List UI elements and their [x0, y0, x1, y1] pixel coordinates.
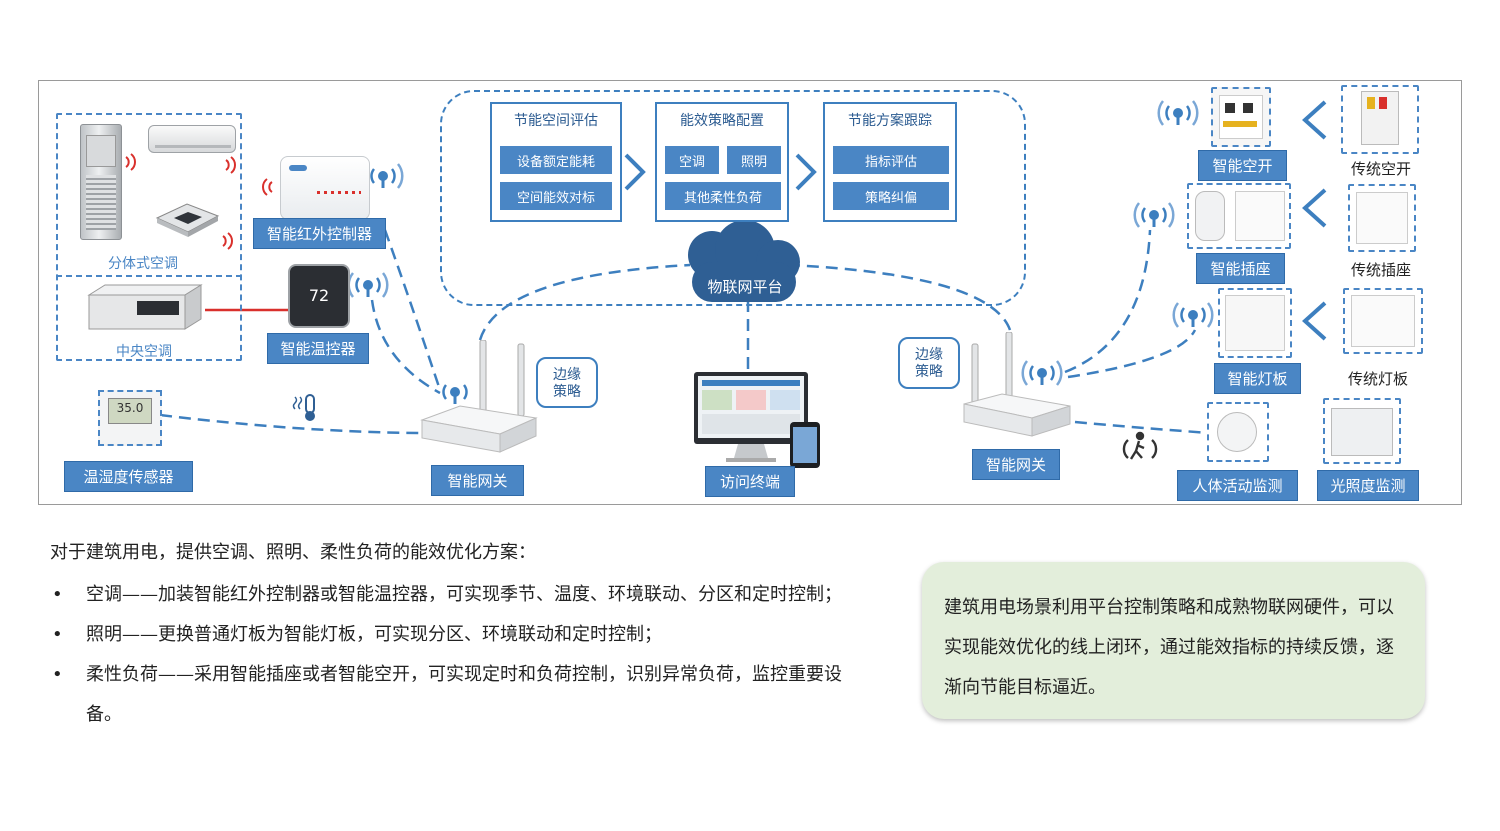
platform-group-policy-config: 能效策略配置 空调 照明 其他柔性负荷	[655, 102, 789, 222]
smart-breaker-label: 智能空开	[1198, 150, 1287, 181]
motion-sensor-label: 人体活动监测	[1177, 470, 1298, 501]
gateway-to-motion-link	[1074, 420, 1211, 435]
right-edge-strategy-box: 边缘策略	[898, 337, 960, 389]
tile-space-efficiency-benchmark: 空间能效对标	[500, 182, 612, 210]
traditional-light-panel-label: 传统灯板	[1348, 370, 1409, 388]
wall-ac-image	[148, 125, 236, 153]
thermostat-to-gateway-link	[370, 299, 441, 395]
chevron-left-icon	[1302, 188, 1327, 228]
tile-air-conditioning: 空调	[665, 146, 719, 174]
cloud-label-wrap: 物联网平台	[690, 240, 800, 300]
platform-group-plan-tracking: 节能方案跟踪 指标评估 策略纠偏	[823, 102, 957, 222]
traditional-light-panel-image	[1343, 288, 1423, 354]
chevron-left-icon	[1302, 301, 1327, 341]
thermostat-display: 72	[308, 286, 330, 305]
central-ac-label: 中央空调	[116, 344, 172, 360]
tile-equipment-rated-energy: 设备额定能耗	[500, 146, 612, 174]
right-gateway-router-image	[962, 331, 1074, 450]
right-edge-strategy-text: 边缘策略	[915, 347, 943, 380]
bullet-dot: •	[52, 664, 63, 685]
left-edge-strategy-text: 边缘策略	[553, 367, 581, 400]
cloud-label: 物联网平台	[707, 278, 783, 296]
sensor-to-gateway-link	[159, 413, 421, 435]
left-gateway-router-image	[420, 339, 538, 465]
wifi-signal-icon	[1133, 202, 1175, 228]
bullet-text: 空调——加装智能红外控制器或智能温控器，可实现季节、温度、环境联动、分区和定时控…	[86, 584, 842, 605]
group-title: 节能空间评估	[514, 113, 598, 129]
bullet-dot: •	[52, 624, 63, 645]
floor-ac-image	[80, 124, 122, 240]
thermostat-image: 72	[288, 264, 350, 328]
platform-group-space-assessment: 节能空间评估 设备额定能耗 空间能效对标	[490, 102, 622, 222]
bullet-text: 照明——更换普通灯板为智能灯板，可实现分区、环境联动和定时控制；	[86, 624, 662, 645]
access-terminal-label: 访问终端	[705, 466, 795, 497]
ir-controller-label: 智能红外控制器	[253, 218, 386, 249]
central-ac-image	[85, 283, 205, 333]
tile-other-flexible-loads: 其他柔性负荷	[665, 182, 781, 210]
traditional-socket-image	[1348, 184, 1416, 252]
ac-group-divider	[56, 275, 242, 277]
traditional-breaker-image	[1341, 85, 1419, 154]
smart-breaker-image	[1211, 87, 1271, 147]
bullet-text: 柔性负荷——采用智能插座或者智能空开，可实现定时和负荷控制，识别异常负荷，监控重…	[86, 664, 842, 725]
access-terminal-image	[694, 372, 826, 470]
smart-socket-label: 智能插座	[1196, 253, 1285, 284]
bullet-item: • 空调——加装智能红外控制器或智能温控器，可实现季节、温度、环境联动、分区和定时…	[50, 575, 860, 615]
group-title: 节能方案跟踪	[848, 113, 932, 129]
gateway-to-panel-link	[1067, 329, 1197, 379]
wifi-signal-icon	[442, 384, 468, 404]
wifi-signal-icon	[1157, 100, 1199, 126]
ir-signal-icon	[125, 153, 273, 250]
gateway-to-socket-link	[1064, 229, 1152, 374]
platform-dashed-boundary	[440, 90, 1026, 306]
motion-sensor-image	[1207, 402, 1269, 462]
wifi-signal-icon	[347, 272, 389, 298]
left-edge-strategy-box: 边缘策略	[536, 357, 598, 408]
smart-light-panel-label: 智能灯板	[1214, 363, 1301, 394]
tile-indicator-evaluation: 指标评估	[833, 146, 949, 174]
summary-callout: 建筑用电场景利用平台控制策略和成熟物联网硬件，可以实现能效优化的线上闭环，通过能…	[922, 562, 1425, 719]
tile-lighting: 照明	[727, 146, 781, 174]
cassette-ac-image	[152, 190, 222, 238]
motion-person-icon	[1122, 431, 1158, 460]
humidity-sensor-image: 35.0	[98, 390, 162, 446]
summary-text: 建筑用电场景利用平台控制策略和成熟物联网硬件，可以实现能效优化的线上闭环，通过能…	[944, 597, 1394, 698]
light-sensor-label: 光照度监测	[1317, 470, 1419, 501]
smart-socket-image	[1187, 183, 1291, 249]
chevron-right-icon	[624, 153, 646, 191]
right-gateway-label: 智能网关	[972, 449, 1060, 480]
chevron-left-icon	[1302, 100, 1327, 140]
ir-to-gateway-link	[383, 229, 442, 391]
left-gateway-label: 智能网关	[431, 465, 524, 496]
ir-controller-image	[280, 156, 370, 220]
bullet-dot: •	[52, 584, 63, 605]
split-ac-label: 分体式空调	[108, 256, 178, 272]
traditional-socket-label: 传统插座	[1351, 261, 1412, 279]
humidity-sensor-label: 温湿度传感器	[64, 461, 193, 492]
thermostat-label: 智能温控器	[267, 333, 369, 364]
bullet-list: • 空调——加装智能红外控制器或智能温控器，可实现季节、温度、环境联动、分区和定时…	[50, 575, 860, 735]
wifi-signal-icon	[1021, 360, 1063, 386]
bullet-item: • 柔性负荷——采用智能插座或者智能空开，可实现定时和负荷控制，识别异常负荷，监控…	[50, 655, 860, 735]
chevron-right-icon	[795, 153, 817, 191]
bullet-item: • 照明——更换普通灯板为智能灯板，可实现分区、环境联动和定时控制；	[50, 615, 860, 655]
smart-light-panel-image	[1218, 288, 1292, 358]
right-gateway-cloud-link	[789, 263, 1012, 331]
humidity-sensor-display: 35.0	[116, 401, 144, 415]
traditional-breaker-label: 传统空开	[1351, 160, 1412, 178]
group-title: 能效策略配置	[680, 113, 764, 129]
intro-text: 对于建筑用电，提供空调、照明、柔性负荷的能效优化方案：	[50, 542, 536, 563]
wifi-signal-icon	[1172, 302, 1214, 328]
tile-strategy-correction: 策略纠偏	[833, 182, 949, 210]
cloud-icon	[688, 220, 800, 302]
light-sensor-image	[1323, 398, 1401, 464]
ac-group-box	[56, 113, 242, 361]
left-gateway-cloud-link	[478, 263, 691, 341]
thermometer-icon	[292, 394, 315, 421]
